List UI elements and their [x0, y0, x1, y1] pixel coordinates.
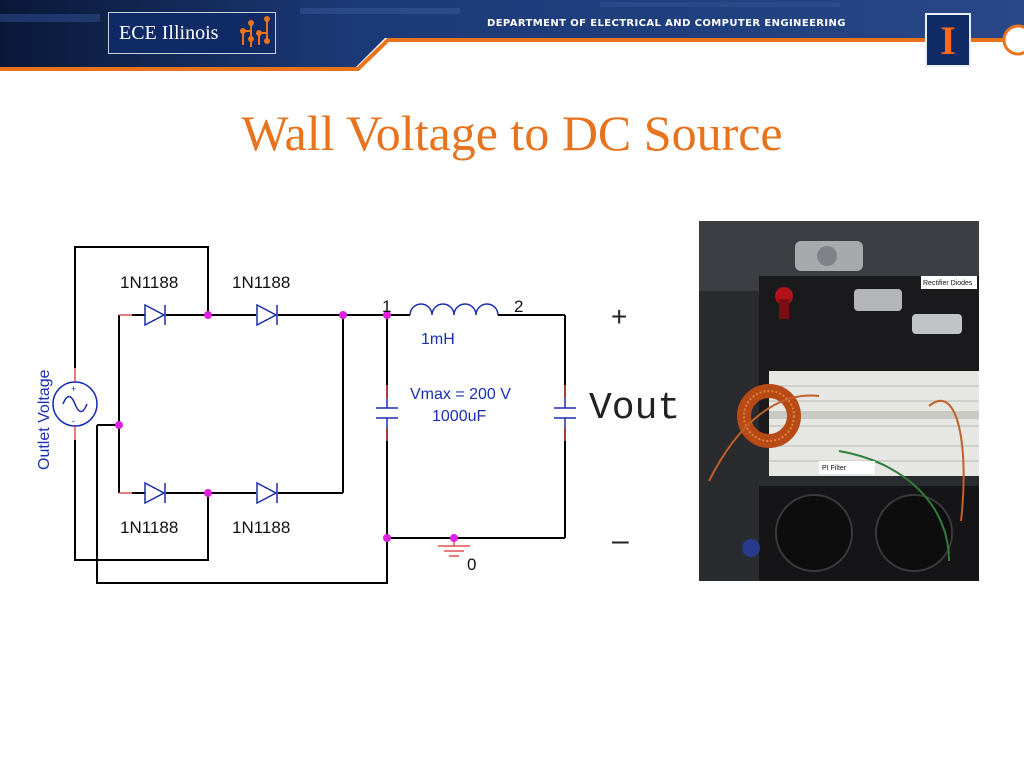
diode-label-bottom-left: 1N1188 [120, 518, 178, 537]
node-1-label: 1 [382, 297, 391, 316]
capacitor-2 [554, 398, 576, 428]
circuit-logo-icon [240, 16, 270, 47]
inductor-label: 1mH [421, 331, 455, 348]
ground-node-label: 0 [467, 555, 476, 574]
vout-label: Vout [589, 387, 680, 430]
pin-stubs [74, 314, 566, 494]
ac-source-icon: + - [52, 381, 98, 427]
plus-sign: + [611, 301, 627, 332]
illinois-block-i-logo[interactable]: I [925, 13, 971, 67]
circuit-board-photo: Rectifier Diodes PI Filter [699, 221, 979, 581]
capacitor-value-label: 1000uF [432, 408, 486, 425]
diode-label-top-right: 1N1188 [232, 273, 290, 292]
capacitor-1 [376, 398, 398, 428]
department-name: DEPARTMENT OF ELECTRICAL AND COMPUTER EN… [487, 18, 846, 29]
header-banner: ECE Illinois DEPARTMENT OF ELECTRICAL AN… [0, 0, 1024, 74]
node-2-label: 2 [514, 297, 523, 316]
diode-label-bottom-right: 1N1188 [232, 518, 290, 537]
wires [74, 246, 566, 584]
breadboard-photo-illustration: Rectifier Diodes PI Filter [699, 221, 979, 581]
ece-illinois-logo[interactable]: ECE Illinois [108, 12, 276, 54]
slide-title: Wall Voltage to DC Source [241, 105, 783, 161]
capacitor-rating-label: Vmax = 200 V [410, 386, 511, 403]
inductor-coil [409, 303, 499, 316]
svg-text:+: + [71, 384, 76, 394]
rectifier-schematic: + - 1N1188 1N1188 1N1188 1N1188 1 2 1mH … [36, 246, 680, 584]
source-label: Outlet Voltage [36, 369, 53, 470]
diode-label-top-left: 1N1188 [120, 273, 178, 292]
diode-top-left [144, 303, 166, 327]
diode-top-right [256, 303, 278, 327]
svg-text:-: - [72, 416, 75, 426]
photo-label-rectifier: Rectifier Diodes [923, 280, 973, 287]
minus-sign: – [612, 524, 629, 557]
photo-label-filter: PI Filter [822, 465, 847, 472]
junction-dots [115, 311, 458, 542]
diode-bottom-left [144, 481, 166, 505]
block-i-letter: I [940, 18, 956, 63]
logo-text: ECE Illinois [119, 22, 219, 44]
diode-bottom-right [256, 481, 278, 505]
